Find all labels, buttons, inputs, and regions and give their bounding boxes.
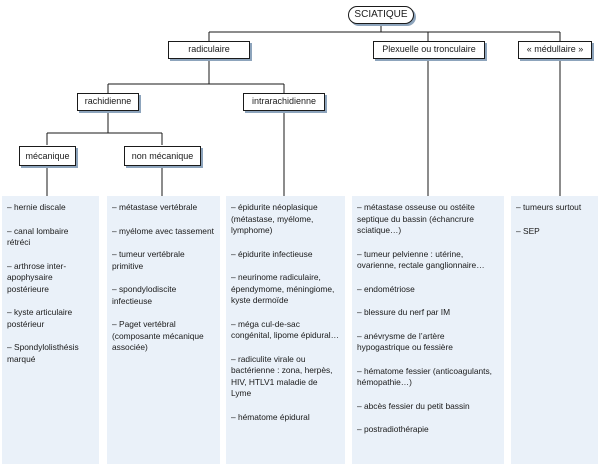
list-item: – épidurite néoplasique (métastase, myél…	[231, 202, 318, 235]
list-item: – myélome avec tassement	[112, 225, 214, 236]
list-item: – hernie discale	[7, 202, 66, 212]
list-item: – métastase osseuse ou ostéite septique …	[357, 202, 475, 235]
list-item: – spondylodiscite infectieuse	[112, 284, 177, 306]
medullaire-node: « médullaire »	[518, 41, 592, 59]
list-item: – hématome épidural	[231, 411, 310, 422]
list-item: – blessure du nerf par IM	[357, 307, 451, 317]
list-item: – anévrysme de l’artère hypogastrique ou…	[357, 330, 453, 353]
list-item: – radiculite virale ou bactérienne : zon…	[231, 353, 333, 399]
list-item: – Paget vertébral (composante mécanique …	[112, 319, 204, 352]
list-item: – épidurite infectieuse	[231, 248, 313, 259]
list-item: – tumeurs surtout	[516, 202, 582, 212]
list-item: – canal lombaire rétréci	[7, 225, 69, 248]
list-item: – endométriose	[357, 283, 415, 294]
sciatique-node: SCIATIQUE	[348, 6, 414, 24]
list-item: – kyste articulaire postérieur	[7, 307, 73, 329]
rachidienne-node: rachidienne	[77, 93, 139, 111]
list-item: – abcès fessier du petit bassin	[357, 400, 470, 411]
list-item: – tumeur pelvienne : utérine, ovarienne,…	[357, 248, 485, 271]
list-item: – tumeur vertébrale primitive	[112, 249, 185, 271]
column-non-mecanique: – métastase vertébrale – myélome avec ta…	[107, 196, 220, 464]
column-medullaire: – tumeurs surtout – SEP	[511, 196, 598, 464]
list-item: – postradiothérapie	[357, 424, 429, 434]
list-item: – arthrose inter-apophysaire postérieure	[7, 260, 67, 294]
list-item: – SEP	[516, 225, 540, 236]
list-item: – méga cul-de-sac congénital, lipome épi…	[231, 318, 340, 341]
plexuelle-node: Plexuelle ou tronculaire	[373, 41, 485, 59]
column-plexuelle: – métastase osseuse ou ostéite septique …	[352, 196, 504, 464]
list-item: – Spondylolisthésis marqué	[7, 342, 79, 364]
list-item: – métastase vertébrale	[112, 202, 198, 212]
list-item: – hématome fessier (anticoagulants, hémo…	[357, 365, 493, 388]
column-intrarachidienne: – épidurite néoplasique (métastase, myél…	[226, 196, 345, 464]
list-item: – neurinome radiculaire, épendymome, mén…	[231, 272, 335, 305]
non-mecanique-node: non mécanique	[124, 146, 201, 166]
column-mecanique: – hernie discale – canal lombaire rétréc…	[2, 196, 99, 464]
intrarachidienne-node: intrarachidienne	[243, 93, 325, 111]
mecanique-node: mécanique	[19, 146, 76, 166]
radiculaire-node: radiculaire	[168, 41, 250, 59]
